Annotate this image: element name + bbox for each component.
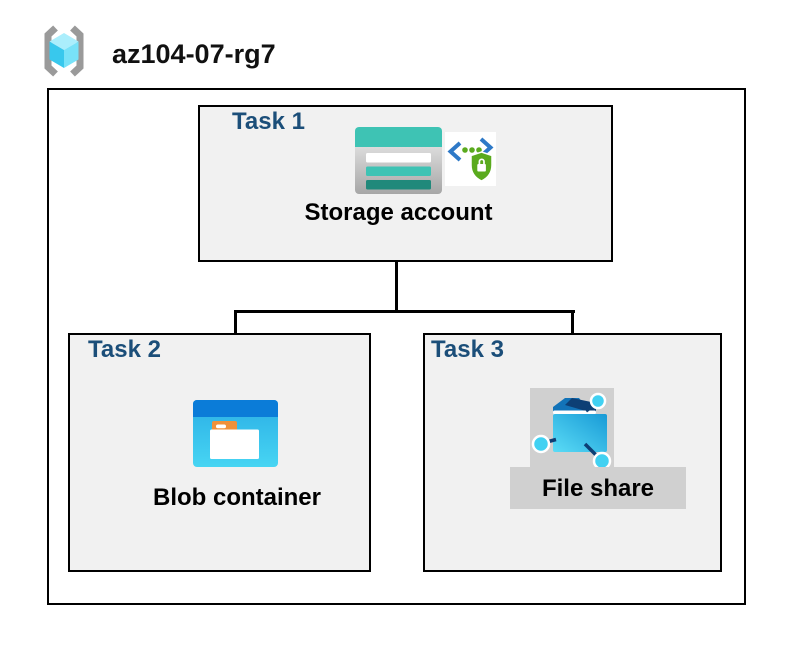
blob-container-icon: [193, 400, 278, 467]
file-share-label-background: [510, 467, 686, 509]
file-share-label: File share: [541, 475, 655, 502]
task3-label: Task 3: [431, 336, 504, 363]
storage-account-icon: [355, 127, 442, 194]
storage-account-label: Storage account: [304, 199, 493, 226]
connector-branch-horizontal: [234, 310, 575, 313]
file-share-icon: [522, 384, 614, 472]
task2-label: Task 2: [88, 336, 161, 363]
secured-endpoint-icon: [445, 132, 496, 186]
blob-container-label: Blob container: [152, 484, 321, 511]
resource-group-icon: [38, 23, 90, 79]
connector-storage-stem: [395, 230, 398, 313]
resource-group-title: az104-07-rg7: [112, 39, 276, 69]
task1-label: Task 1: [232, 108, 305, 135]
